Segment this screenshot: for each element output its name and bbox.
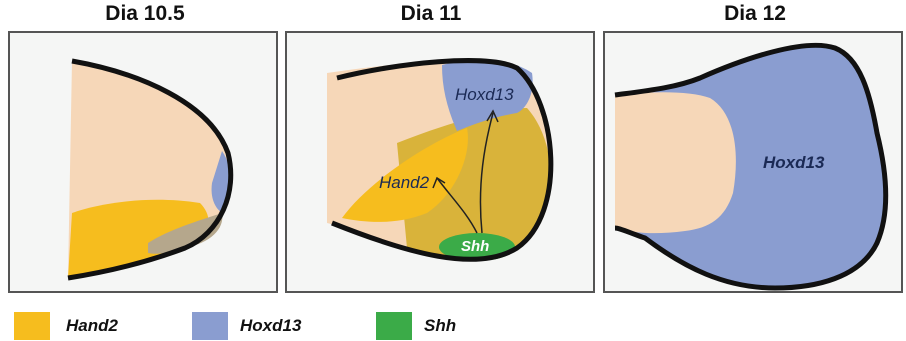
legend-label-shh: Shh [424, 316, 456, 336]
limb-bud-10-5 [10, 33, 278, 293]
label-hoxd13: Hoxd13 [763, 153, 824, 173]
mesenchyme-region [615, 92, 736, 233]
legend-swatch-shh [376, 312, 412, 340]
title-day-10-5: Dia 10.5 [0, 2, 290, 26]
panel-day-10-5 [8, 31, 278, 293]
label-hand2: Hand2 [379, 173, 429, 193]
legend-label-hoxd13: Hoxd13 [240, 316, 301, 336]
panel-day-11: Hoxd13 Hand2 Shh [285, 31, 595, 293]
legend-swatch-hand2 [14, 312, 50, 340]
limb-bud-11 [287, 33, 595, 293]
legend-label-hand2: Hand2 [66, 316, 118, 336]
panel-day-12: Hoxd13 [603, 31, 903, 293]
legend: Hand2 Hoxd13 Shh [0, 311, 906, 341]
label-hoxd13: Hoxd13 [455, 85, 514, 105]
title-day-12: Dia 12 [610, 2, 900, 26]
label-shh: Shh [461, 238, 489, 255]
legend-swatch-hoxd13 [192, 312, 228, 340]
limb-bud-12 [605, 33, 903, 293]
title-day-11: Dia 11 [286, 2, 576, 26]
